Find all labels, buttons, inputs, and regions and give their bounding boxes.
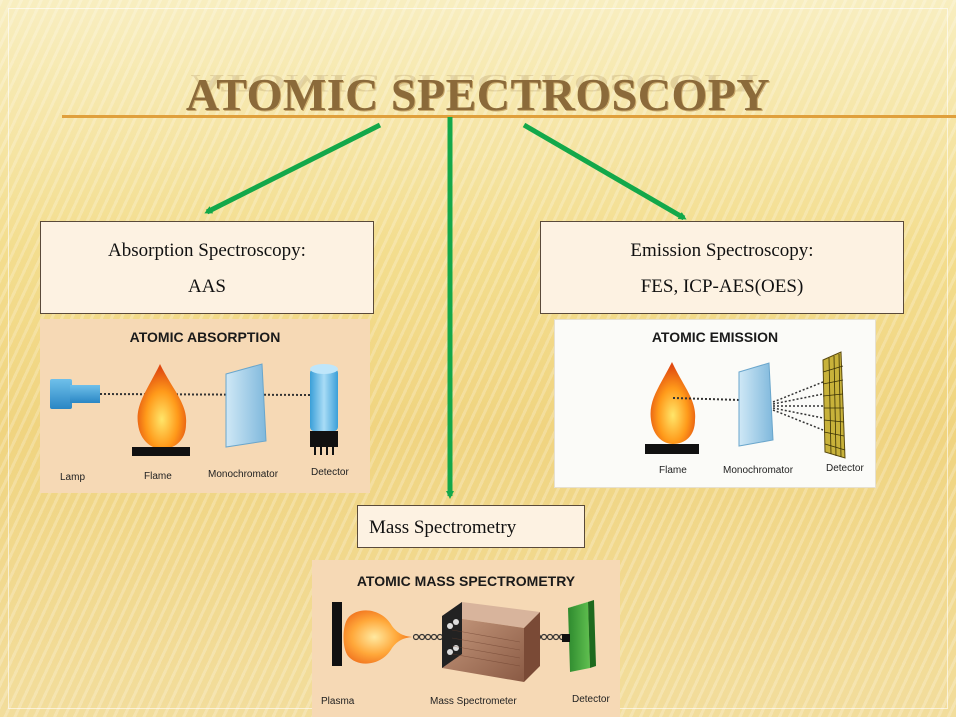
- mass-spectrometer-icon: [442, 602, 540, 682]
- label-monochromator: Monochromator: [723, 465, 794, 476]
- arrow-to-absorption: [204, 122, 382, 215]
- atomic-mass-spectrometry-title: ATOMIC MASS SPECTROMETRY: [356, 573, 576, 589]
- label-mass-spectrometer: Mass Spectrometer: [430, 696, 517, 707]
- label-plasma: Plasma: [321, 696, 355, 707]
- atomic-emission-illustration: [645, 351, 846, 459]
- atomic-emission-panel: ATOMIC EMISSION: [554, 319, 876, 488]
- label-detector: Detector: [826, 463, 864, 474]
- prism-icon: [738, 362, 774, 447]
- dispersion-lines: [772, 381, 824, 431]
- atomic-mass-spectrometry-panel: ATOMIC MASS SPECTROMETRY: [312, 560, 620, 717]
- label-flame: Flame: [659, 465, 687, 476]
- prism-icon: [225, 363, 267, 448]
- emission-box: Emission Spectroscopy: FES, ICP-AES(OES): [540, 221, 904, 314]
- detector-icon: [310, 364, 338, 455]
- emission-box-line2: FES, ICP-AES(OES): [640, 276, 804, 297]
- atomic-absorption-title: ATOMIC ABSORPTION: [129, 329, 281, 345]
- label-flame: Flame: [144, 471, 172, 482]
- label-detector: Detector: [311, 467, 349, 478]
- detector-icon: [822, 351, 846, 459]
- mass-box: Mass Spectrometry: [357, 505, 585, 548]
- flame-icon: [132, 364, 190, 456]
- atomic-absorption-illustration: [50, 363, 338, 456]
- emission-box-line1: Emission Spectroscopy:: [630, 240, 814, 261]
- atomic-absorption-panel: ATOMIC ABSORPTION: [40, 319, 370, 493]
- atomic-mass-spectrometry-illustration: [332, 600, 596, 682]
- mass-box-line1: Mass Spectrometry: [369, 517, 517, 538]
- title-rule: [62, 115, 956, 118]
- absorption-box-line1: Absorption Spectroscopy:: [108, 240, 306, 261]
- atomic-emission-title: ATOMIC EMISSION: [651, 329, 779, 345]
- absorption-box-line2: AAS: [187, 276, 226, 297]
- plasma-icon: [343, 610, 412, 664]
- plasma-plate-icon: [332, 602, 342, 666]
- arrow-to-emission: [522, 122, 687, 221]
- detector-icon: [562, 600, 596, 672]
- flame-icon: [645, 362, 699, 454]
- absorption-box: Absorption Spectroscopy: AAS: [40, 221, 374, 314]
- label-lamp: Lamp: [60, 472, 86, 483]
- lamp-icon: [50, 379, 100, 409]
- label-detector: Detector: [572, 694, 610, 705]
- label-monochromator: Monochromator: [208, 469, 279, 480]
- slide-title: ATOMIC SPECTROSCOPY: [185, 69, 771, 120]
